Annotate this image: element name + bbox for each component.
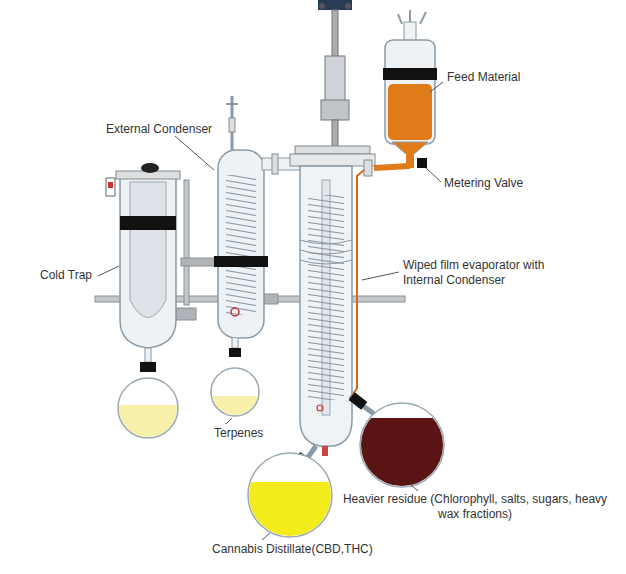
callout-label: Heavier residue (Chlorophyll, salts, sug… xyxy=(340,492,610,522)
cold-trap xyxy=(106,163,190,445)
leader-lines xyxy=(98,82,443,540)
feed-vessel xyxy=(352,10,437,396)
external-condenser xyxy=(205,96,268,426)
leader-line xyxy=(175,136,214,170)
distillate-flask xyxy=(240,453,340,542)
leader-line xyxy=(98,266,119,276)
callout-label: Terpenes xyxy=(214,426,284,441)
callout-label: Cold Trap xyxy=(40,268,102,283)
leader-line xyxy=(430,82,443,92)
leader-line xyxy=(362,272,399,280)
callout-label: Metering Valve xyxy=(444,176,564,191)
callout-label: Wiped film evaporator with Internal Cond… xyxy=(403,258,553,288)
wiped-film-evaporator xyxy=(294,166,352,468)
leader-line xyxy=(410,484,418,491)
callout-label: Cannabis Distillate(CBD,THC) xyxy=(212,542,412,557)
residue-flask xyxy=(349,392,452,498)
callout-label: Feed Material xyxy=(447,70,567,85)
leader-line xyxy=(426,168,441,182)
leader-line xyxy=(226,418,232,424)
drive-motor xyxy=(290,0,375,166)
leader-line xyxy=(262,533,270,540)
callout-label: External Condenser xyxy=(106,122,226,137)
